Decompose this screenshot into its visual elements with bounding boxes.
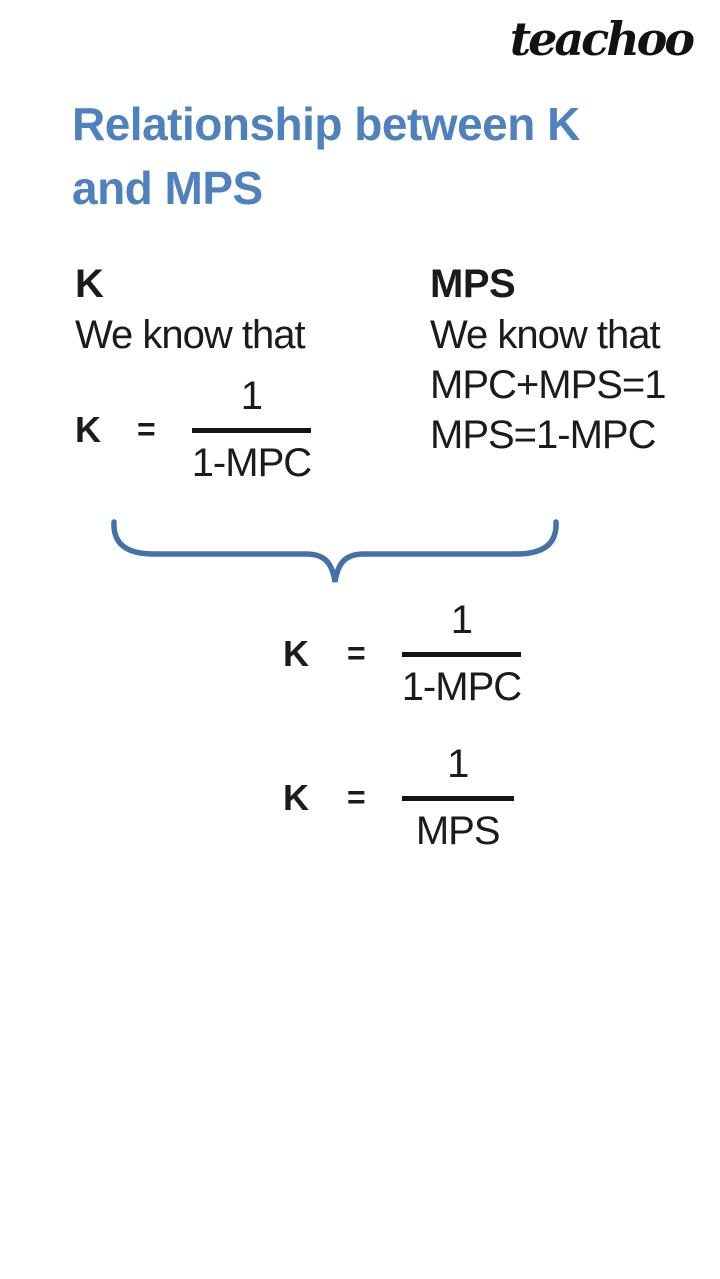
equals-sign: = <box>347 635 366 671</box>
fraction-numerator: 1 <box>450 598 473 642</box>
derivation-columns: K We know that K = 1 1-MPC MPS We know t… <box>75 258 685 485</box>
fraction-denominator: MPS <box>415 809 501 853</box>
result-formula-k-one-over-one-minus-mpc: K = 1 1-MPC <box>283 598 522 709</box>
fraction: 1 MPS <box>401 742 514 853</box>
column-k-title: K <box>75 262 104 306</box>
column-mps-intro: We know that <box>430 313 661 357</box>
fraction-denominator: 1-MPC <box>191 441 312 485</box>
teachoo-logo: teachoo <box>509 12 695 66</box>
fraction: 1 1-MPC <box>401 598 522 709</box>
column-mps-line-1: MPC+MPS=1 <box>430 363 667 407</box>
fraction-denominator: 1-MPC <box>401 665 522 709</box>
column-k-intro: We know that <box>75 313 306 357</box>
fraction: 1 1-MPC <box>191 374 312 485</box>
underbrace-shape <box>111 519 559 583</box>
equals-sign: = <box>137 411 156 447</box>
page-title: Relationship between K and MPS <box>72 98 580 214</box>
fraction-numerator: 1 <box>240 374 263 418</box>
fraction-bar <box>401 796 514 801</box>
formula-k-one-over-one-minus-mpc: K = 1 1-MPC <box>75 374 430 485</box>
column-mps-title: MPS <box>430 262 516 306</box>
result-formula-k-one-over-mps: K = 1 MPS <box>283 742 514 853</box>
equals-sign: = <box>347 779 366 815</box>
formula-lhs: K <box>75 408 101 450</box>
fraction-bar <box>401 652 522 657</box>
formula-lhs: K <box>283 776 309 818</box>
column-k: K We know that K = 1 1-MPC <box>75 258 430 485</box>
fraction-bar <box>191 428 312 433</box>
column-mps-line-2: MPS=1-MPC <box>430 413 657 457</box>
fraction-numerator: 1 <box>447 742 469 786</box>
formula-lhs: K <box>283 632 309 674</box>
column-mps: MPS We know that MPC+MPS=1 MPS=1-MPC <box>430 258 685 485</box>
